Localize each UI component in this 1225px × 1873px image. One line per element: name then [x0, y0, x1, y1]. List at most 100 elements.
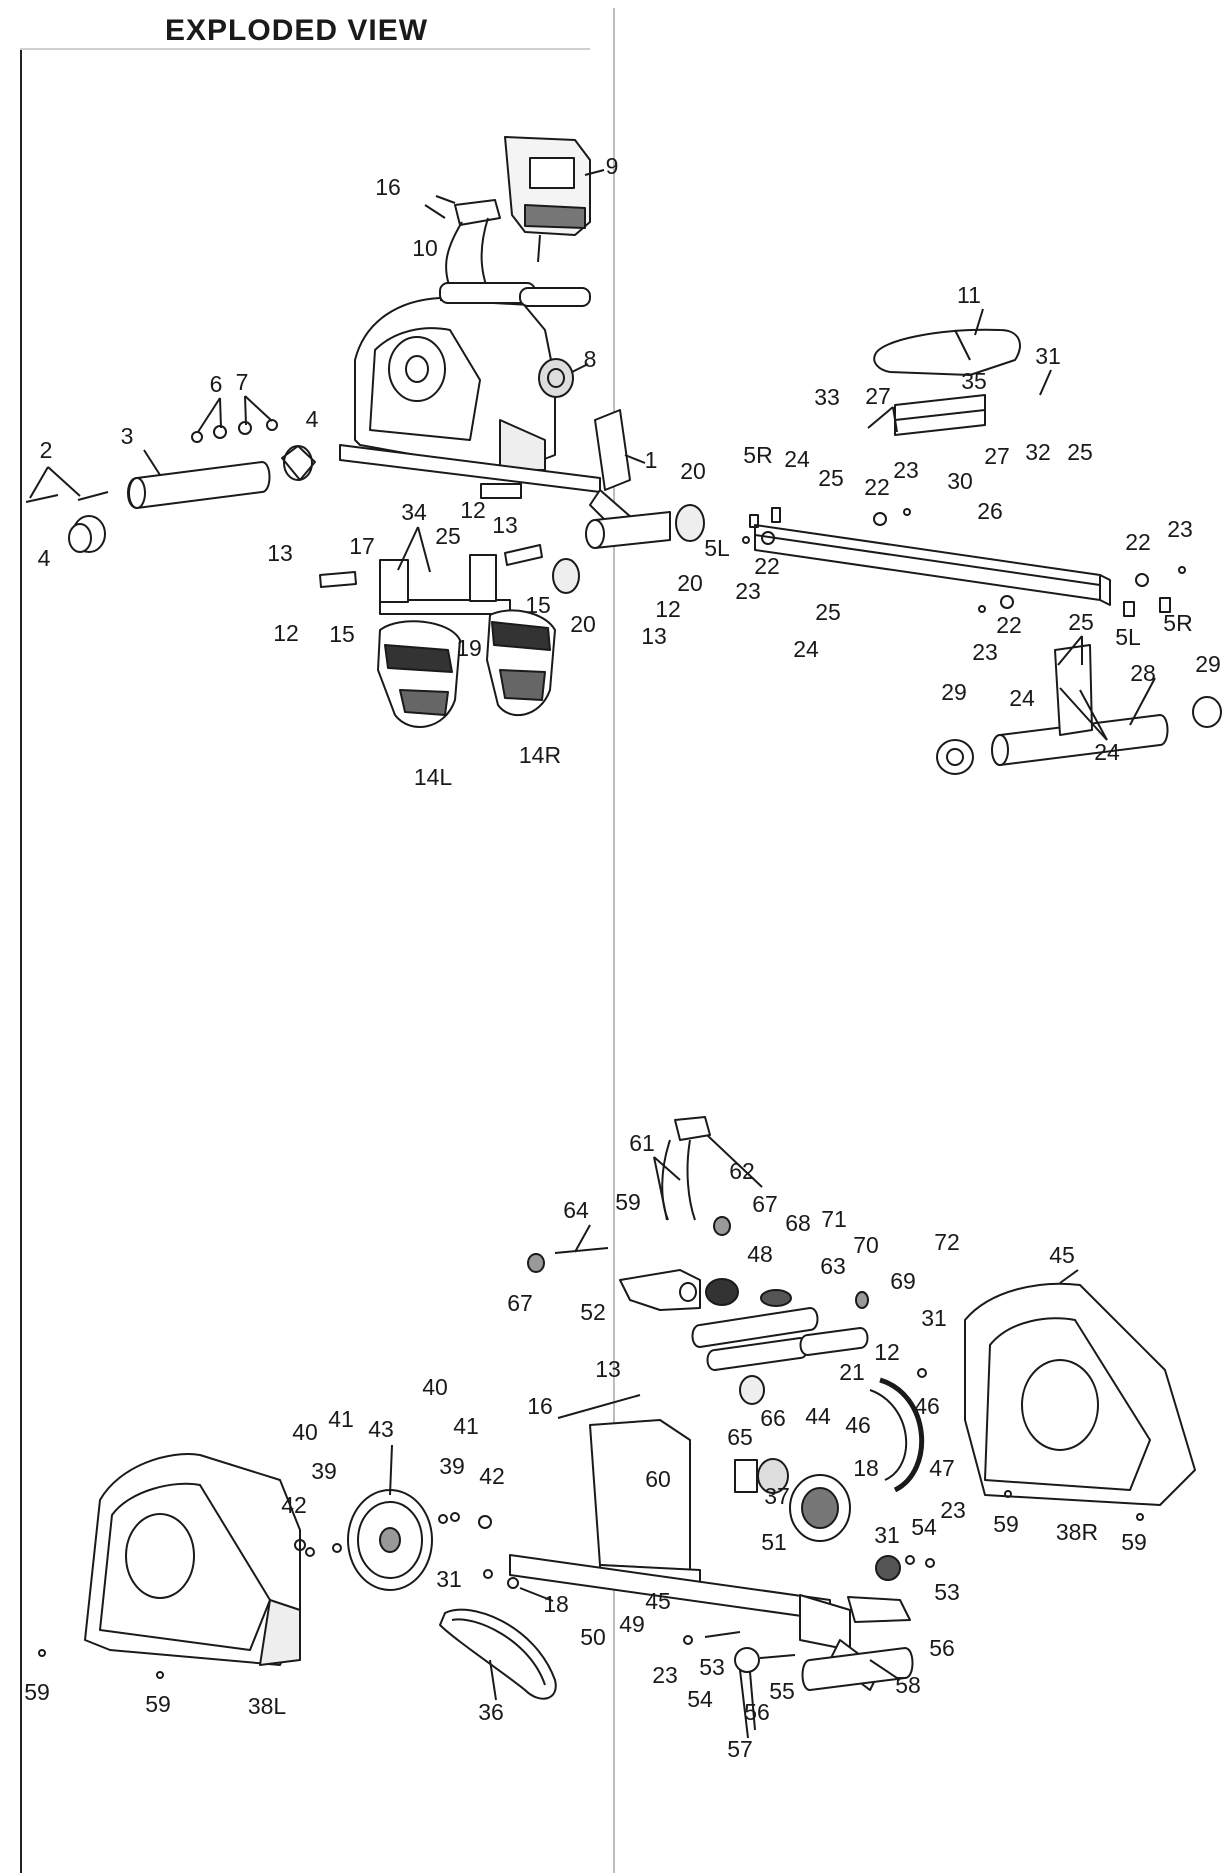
part-label: 25: [818, 465, 844, 491]
part-label: 22: [1125, 529, 1151, 555]
part-label: 51: [761, 1529, 787, 1555]
part-label: 40: [292, 1419, 318, 1445]
part-label: 55: [769, 1678, 795, 1704]
part-label: 15: [329, 621, 355, 647]
part-label: 23: [893, 457, 919, 483]
page-center-divider: [613, 8, 615, 1873]
part-label: 46: [914, 1393, 940, 1419]
belt-part-36: [439, 1608, 557, 1700]
part-label: 22: [996, 612, 1022, 638]
part-label: 5L: [1115, 624, 1141, 650]
part-label: 20: [677, 570, 703, 596]
part-label: 22: [864, 474, 890, 500]
part-label: 21: [839, 1359, 865, 1385]
part-label: 27: [865, 383, 891, 409]
part-label: 2: [40, 437, 53, 463]
part-label: 29: [1195, 651, 1221, 677]
part-label: 37: [764, 1483, 790, 1509]
part-label: 39: [311, 1458, 337, 1484]
end-caps-part-29: [936, 696, 1222, 775]
part-label: 59: [1121, 1529, 1147, 1555]
part-label: 30: [947, 468, 973, 494]
part-label: 18: [543, 1591, 569, 1617]
part-label: 5R: [1163, 610, 1192, 636]
part-label: 29: [941, 679, 967, 705]
part-label: 50: [580, 1624, 606, 1650]
part-label: 66: [760, 1405, 786, 1431]
part-label: 12: [460, 497, 486, 523]
part-label: 12: [655, 596, 681, 622]
part-label: 42: [479, 1463, 505, 1489]
part-label: 15: [525, 592, 551, 618]
part-label: 47: [929, 1455, 955, 1481]
part-label: 23: [652, 1662, 678, 1688]
part-label: 25: [1067, 439, 1093, 465]
part-label: 5L: [704, 535, 730, 561]
part-label: 13: [492, 512, 518, 538]
part-label: 27: [984, 443, 1010, 469]
part-label: 35: [961, 368, 987, 394]
part-label: 25: [815, 599, 841, 625]
part-label: 23: [972, 639, 998, 665]
front-tube-part-3: [127, 461, 271, 509]
part-label: 42: [281, 1492, 307, 1518]
part-label: 1: [645, 447, 658, 473]
part-label: 45: [1049, 1242, 1075, 1268]
part-label: 41: [453, 1413, 479, 1439]
part-label: 18: [853, 1455, 879, 1481]
part-label: 13: [641, 623, 667, 649]
part-label: 20: [570, 611, 596, 637]
part-label: 17: [349, 533, 375, 559]
part-label: 7: [236, 369, 249, 395]
upper-housing: [354, 282, 591, 471]
part-label: 48: [747, 1241, 773, 1267]
part-label: 63: [820, 1253, 846, 1279]
pedal-right-part-14R: [486, 609, 556, 716]
part-label: 22: [754, 553, 780, 579]
page-title: EXPLODED VIEW: [165, 14, 429, 47]
roller-part-20: [552, 504, 705, 594]
part-label: 11: [957, 282, 981, 308]
part-label: 23: [940, 1497, 966, 1523]
pulley-part-37: [739, 1375, 851, 1542]
pedal-left-part-14L: [377, 620, 461, 728]
part-label: 31: [874, 1522, 900, 1548]
part-label: 52: [580, 1299, 606, 1325]
part-label: 44: [805, 1403, 831, 1429]
part-label: 5R: [743, 442, 772, 468]
part-label: 24: [1009, 685, 1035, 711]
flywheel-part-43: [347, 1489, 433, 1591]
rail-part-26: [754, 524, 1111, 606]
handle-bracket-part-62: [661, 1116, 711, 1221]
tension-knob-part-8: [538, 358, 574, 398]
part-label: 69: [890, 1268, 916, 1294]
part-label: 31: [436, 1566, 462, 1592]
part-label: 59: [145, 1691, 171, 1717]
part-label: 16: [375, 174, 401, 200]
part-label: 9: [606, 153, 619, 179]
part-label: 53: [934, 1579, 960, 1605]
title-underline: [20, 48, 590, 50]
part-label: 14R: [519, 742, 561, 768]
part-label: 14L: [414, 764, 453, 790]
pedal-axle-parts-15-17: [319, 544, 543, 615]
part-label: 31: [921, 1305, 947, 1331]
seat-part-11: [873, 328, 1021, 376]
part-label: 59: [24, 1679, 50, 1705]
part-label: 71: [821, 1206, 847, 1232]
part-label: 36: [478, 1699, 504, 1725]
part-label: 23: [735, 578, 761, 604]
part-label: 61: [629, 1130, 655, 1156]
part-label: 57: [727, 1736, 753, 1762]
console-part-9: [504, 136, 591, 263]
part-label: 20: [680, 458, 706, 484]
part-label: 25: [1068, 609, 1094, 635]
part-label: 32: [1025, 439, 1051, 465]
part-label: 54: [911, 1514, 937, 1540]
part-label: 26: [977, 498, 1003, 524]
part-label: 24: [793, 636, 819, 662]
part-label: 54: [687, 1686, 713, 1712]
part-label: 60: [645, 1466, 671, 1492]
part-label: 33: [814, 384, 840, 410]
